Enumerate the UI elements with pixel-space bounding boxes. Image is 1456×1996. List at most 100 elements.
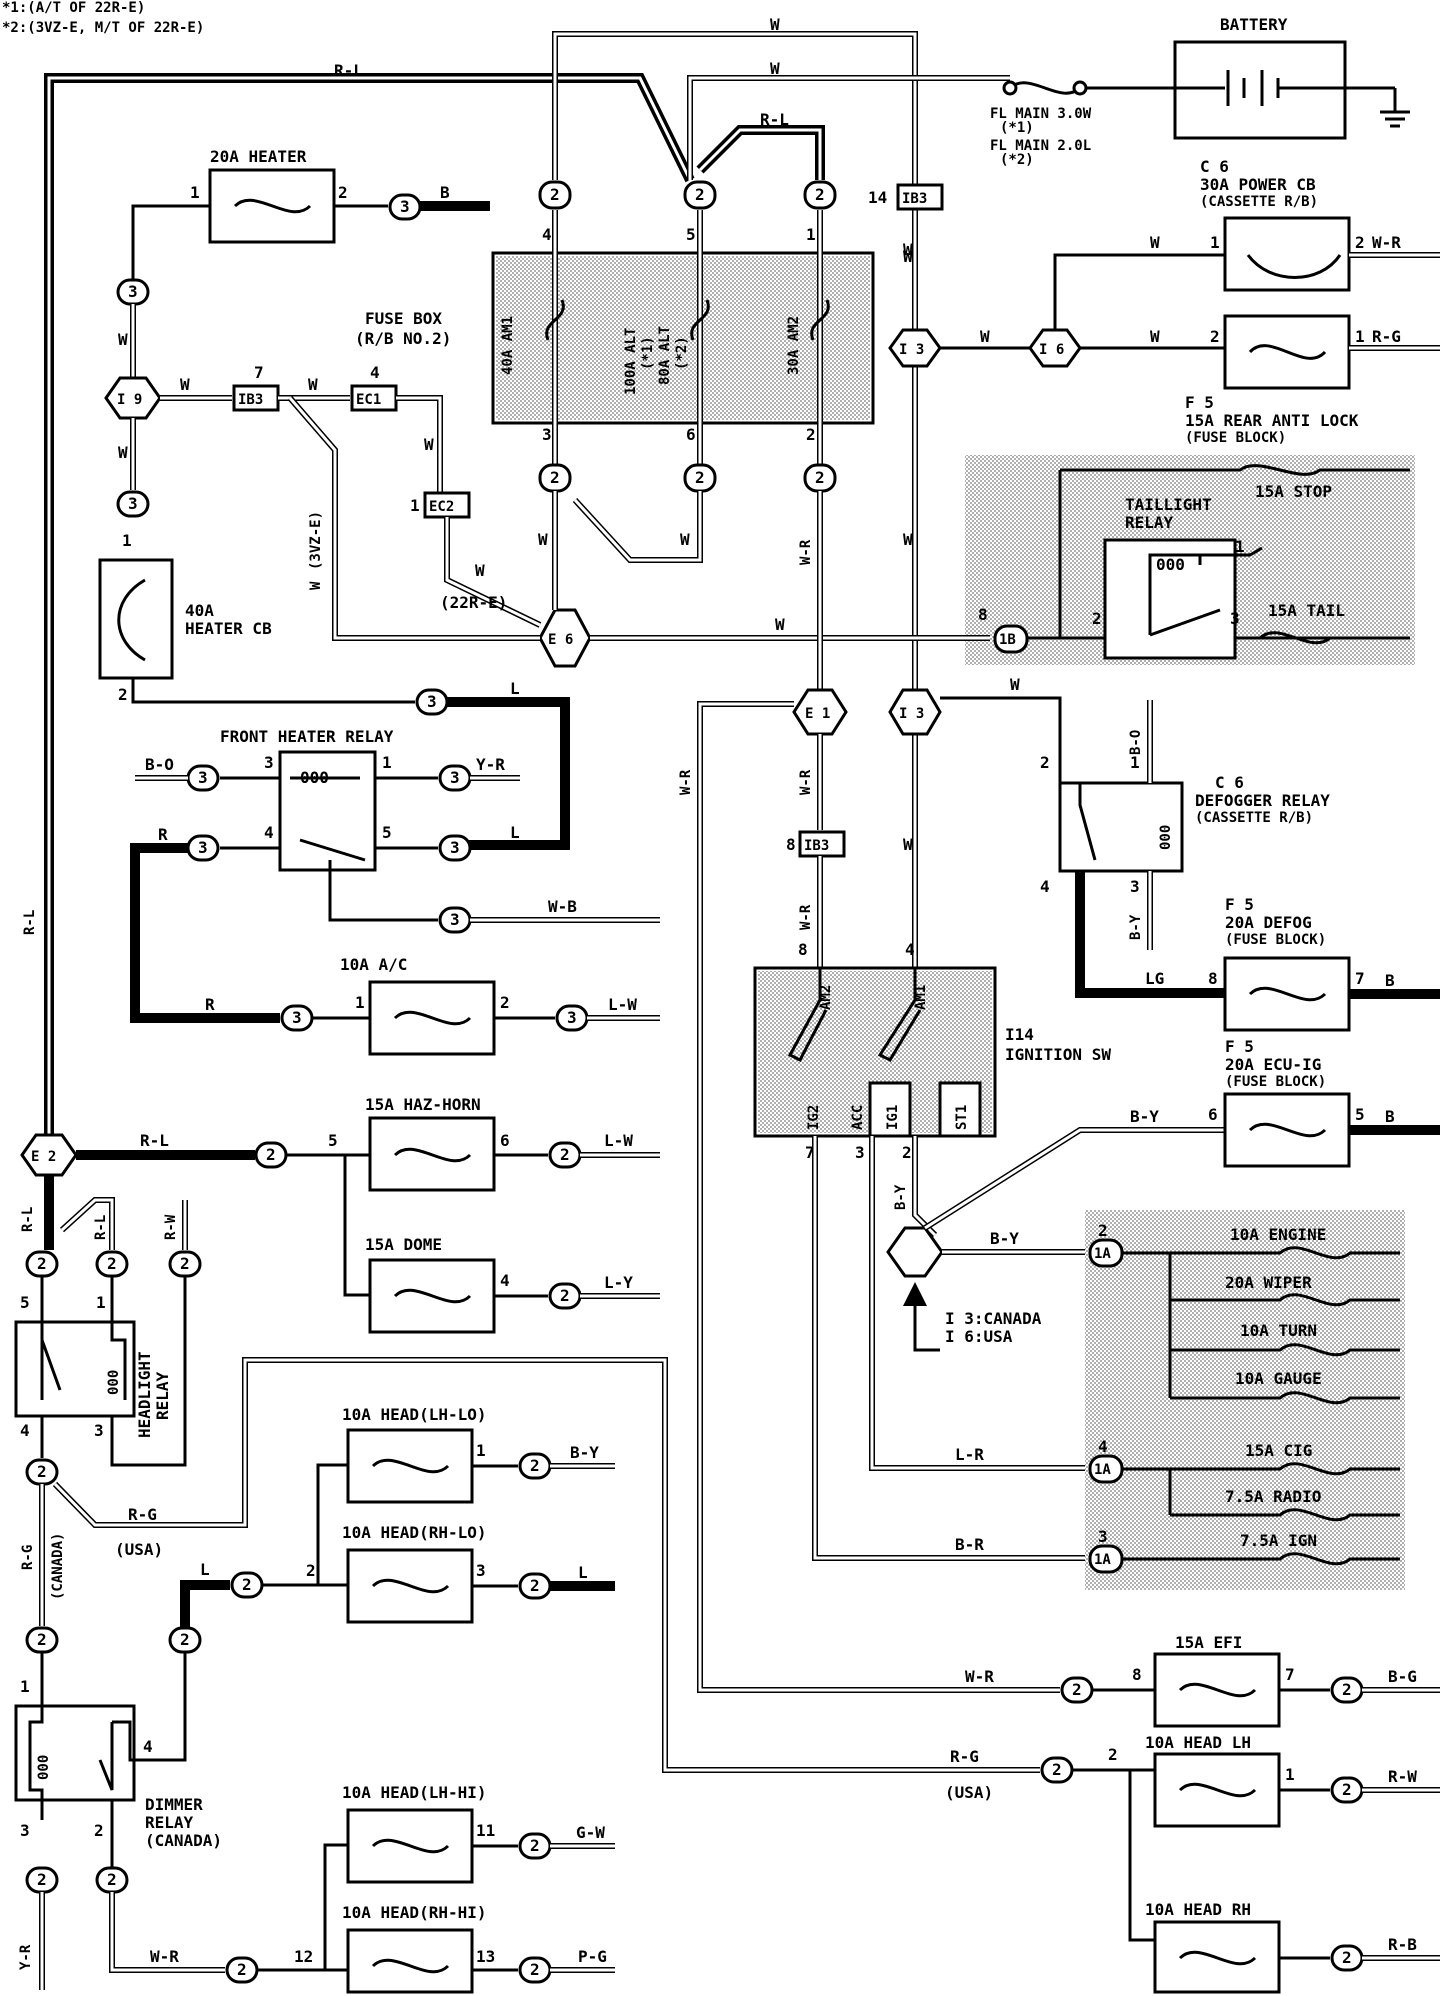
svg-text:2: 2	[530, 1960, 540, 1979]
svg-text:R-B: R-B	[1388, 1935, 1417, 1954]
fuse-icon	[1178, 1782, 1257, 1798]
svg-text:L: L	[200, 1560, 210, 1579]
svg-text:3: 3	[400, 197, 410, 216]
svg-text:4: 4	[143, 1737, 153, 1756]
svg-text:I 3: I 3	[899, 342, 924, 358]
svg-text:2: 2	[530, 1576, 540, 1595]
connector-2-efi-in: 2	[1060, 1676, 1094, 1704]
connector-2-dim-3: 2	[25, 1866, 59, 1894]
svg-text:ACC: ACC	[850, 1105, 866, 1130]
fuse-box-label: FUSE BOX	[365, 309, 442, 328]
fuse-icon	[1248, 986, 1327, 1002]
svg-text:R-L: R-L	[140, 1131, 169, 1150]
connector-2-l: 2	[168, 1626, 202, 1654]
svg-text:3: 3	[264, 753, 274, 772]
svg-text:3: 3	[450, 838, 460, 857]
svg-text:B: B	[1385, 971, 1395, 990]
svg-text:2: 2	[1092, 609, 1102, 628]
fl-main-2: FL MAIN 2.0L	[990, 138, 1091, 154]
svg-text:IB3: IB3	[238, 392, 263, 408]
svg-text:3: 3	[198, 838, 208, 857]
svg-text:L-W: L-W	[608, 995, 637, 1014]
connector-2-head-rh: 2	[1330, 1944, 1364, 1972]
svg-text:R-L: R-L	[334, 61, 363, 80]
svg-text:8: 8	[1208, 969, 1218, 988]
connector-3-i: 3	[280, 1004, 314, 1032]
connector-1a-2: 1A	[1088, 1238, 1124, 1268]
connector-3-e: 3	[438, 764, 472, 792]
svg-text:B-G: B-G	[1388, 1667, 1417, 1686]
svg-text:W: W	[180, 375, 190, 394]
connector-2-am2-top: 2	[803, 180, 837, 210]
connector-2-lhhi: 2	[518, 1832, 552, 1860]
connector-i9	[104, 376, 162, 420]
svg-text:(USA): (USA)	[115, 1540, 163, 1559]
svg-text:W: W	[980, 327, 990, 346]
svg-text:TAILLIGHT: TAILLIGHT	[1125, 495, 1212, 514]
svg-text:4: 4	[542, 225, 552, 244]
svg-text:(*2): (*2)	[1000, 152, 1034, 168]
svg-text:3: 3	[1130, 877, 1140, 896]
svg-text:W: W	[118, 330, 128, 349]
svg-text:1: 1	[410, 496, 420, 515]
fuse-am1-icon	[545, 299, 565, 341]
svg-text:1: 1	[382, 753, 392, 772]
fuse-am2-icon	[810, 299, 830, 341]
svg-text:8: 8	[978, 605, 988, 624]
fuse-icon	[1178, 1950, 1257, 1966]
svg-text:I14: I14	[1005, 1025, 1034, 1044]
svg-text:F 5: F 5	[1185, 393, 1214, 412]
connector-e1	[792, 688, 848, 736]
fuse-block-1a-area	[1085, 1210, 1405, 1590]
svg-text:2: 2	[550, 468, 560, 487]
svg-text:80A ALT: 80A ALT	[657, 326, 673, 385]
fuse-icon	[1178, 1682, 1257, 1698]
svg-text:11: 11	[476, 1821, 495, 1840]
connector-2-head-in: 2	[1040, 1756, 1074, 1784]
note-1: *1:(A/T OF 22R-E)	[2, 0, 145, 16]
connector-ib3-14	[896, 183, 944, 211]
svg-text:I 3:CANADA: I 3:CANADA	[945, 1309, 1042, 1328]
svg-text:R-W: R-W	[163, 1214, 179, 1240]
fl-main-1: FL MAIN 3.0W	[990, 106, 1092, 122]
switch-icon	[1078, 783, 1097, 861]
svg-text:4: 4	[1040, 877, 1050, 896]
svg-text:IB3: IB3	[902, 191, 927, 207]
connector-i3-top	[888, 328, 942, 368]
svg-text:7: 7	[254, 363, 264, 382]
svg-text:14: 14	[868, 188, 887, 207]
connector-3-b: 3	[116, 490, 150, 518]
taillight-relay	[1103, 538, 1237, 660]
svg-text:R-G: R-G	[128, 1505, 157, 1524]
svg-text:5: 5	[20, 1293, 30, 1312]
fuse-wiper-icon	[1170, 1293, 1400, 1307]
switch-icon	[1149, 608, 1221, 637]
svg-text:1: 1	[355, 993, 365, 1012]
svg-text:10A GAUGE: 10A GAUGE	[1235, 1369, 1322, 1388]
connector-i3-lower	[888, 688, 942, 736]
svg-text:W-R: W-R	[1372, 233, 1401, 252]
connector-2-efi-out: 2	[1330, 1676, 1364, 1704]
svg-text:1: 1	[96, 1293, 106, 1312]
svg-text:AM2: AM2	[818, 985, 834, 1010]
switch-icon	[40, 1276, 62, 1400]
svg-text:RELAY: RELAY	[153, 1371, 172, 1420]
svg-text:3: 3	[855, 1143, 865, 1162]
svg-text:W-R: W-R	[798, 539, 814, 565]
svg-text:L-R: L-R	[955, 1445, 984, 1464]
wire-wr-efi	[697, 701, 1060, 1693]
fuse-icon	[393, 1010, 472, 1026]
svg-text:R-L: R-L	[93, 1215, 109, 1240]
svg-text:1: 1	[806, 225, 816, 244]
svg-text:L-Y: L-Y	[604, 1273, 633, 1292]
svg-text:5: 5	[382, 823, 392, 842]
svg-text:B-O: B-O	[145, 755, 174, 774]
connector-2-dim-2: 2	[95, 1866, 129, 1894]
svg-text:3: 3	[20, 1821, 30, 1840]
svg-text:1: 1	[1235, 537, 1245, 556]
svg-text:2: 2	[180, 1254, 190, 1273]
svg-text:RELAY: RELAY	[1125, 513, 1174, 532]
svg-text:2: 2	[37, 1254, 47, 1273]
headlight-relay	[14, 1320, 136, 1418]
connector-2-l2: 2	[230, 1571, 264, 1599]
